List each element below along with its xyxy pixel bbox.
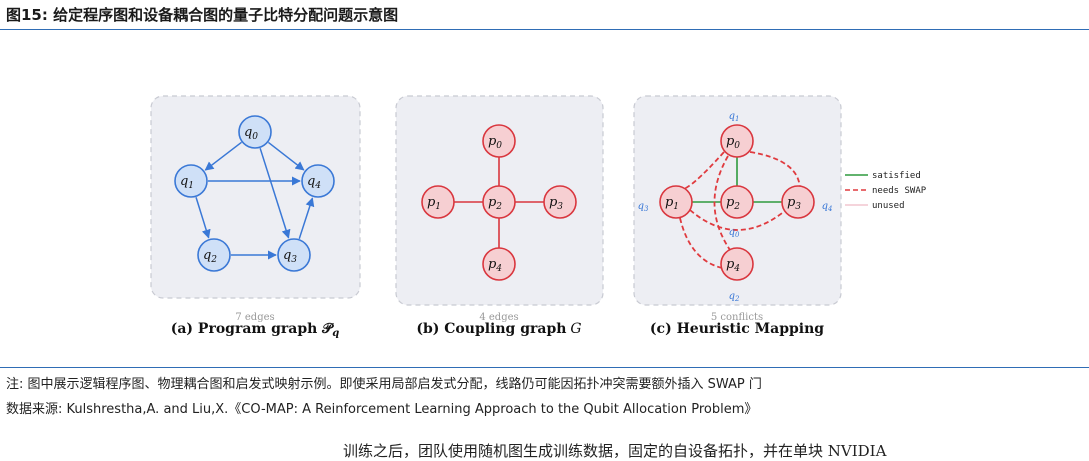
program-node-q4: q4 (301, 164, 335, 198)
program-graph-edges (195, 141, 315, 260)
legend-label-1: needs SWAP (872, 186, 927, 196)
program-node-q3: q3 (277, 238, 311, 272)
mapping-subcaption: 5 conflicts (711, 312, 763, 323)
swap-edge-p0-p4 (713, 155, 731, 251)
mapping-node-p0: p0 (720, 124, 754, 158)
program-edge-q0-q4 (267, 141, 305, 171)
coupling-node-p0: p0 (482, 124, 516, 158)
assigned-label-p2: q0 (729, 227, 740, 239)
coupling-graph-nodes: p0 p1 p2 p3 p4 (421, 124, 577, 281)
coupling-node-p1: p1 (421, 185, 455, 219)
program-edge-q0-q1 (204, 141, 242, 171)
bottom-rule (0, 367, 1089, 368)
coupling-subcaption: 4 edges (479, 312, 518, 323)
assigned-qubit-labels: q1 q3 q0 q4 q2 (638, 111, 833, 303)
swap-edge-p0-p3 (749, 151, 801, 191)
program-edge-q3-q4 (298, 197, 315, 240)
top-rule (0, 29, 1089, 30)
figure-note: 注: 图中展示逻辑程序图、物理耦合图和启发式映射示例。即使采用局部启发式分配，线… (6, 377, 762, 392)
program-graph-nodes: q0 q1 q4 q2 q3 (174, 115, 335, 272)
program-subcaption: 7 edges (235, 312, 274, 323)
coupling-node-p2: p2 (482, 185, 516, 219)
body-text: 训练之后，团队使用随机图生成训练数据，固定的自设备拓扑，并在单块 NVIDIA (343, 442, 887, 460)
assigned-label-p4: q2 (729, 291, 740, 303)
figure-title: 图15: 给定程序图和设备耦合图的量子比特分配问题示意图 (6, 6, 399, 24)
program-node-q2: q2 (197, 238, 231, 272)
assigned-label-p0: q1 (729, 111, 740, 123)
legend-label-0: satisfied (872, 171, 921, 181)
mapping-node-p2: p2 (720, 185, 754, 219)
assigned-label-p1: q3 (638, 201, 649, 213)
program-caption: (a) Program graph 𝒫q (171, 321, 340, 339)
mapping-node-p3: p3 (781, 185, 815, 219)
program-edge-q1-q2 (195, 197, 211, 239)
program-node-q0: q0 (238, 115, 272, 149)
legend-label-2: unused (872, 201, 905, 211)
mapping-node-p4: p4 (720, 247, 754, 281)
swap-edge-p1-p3 (689, 209, 787, 231)
heuristic-mapping-nodes: p0 p1 p2 p3 p4 (659, 124, 815, 281)
coupling-node-p3: p3 (543, 185, 577, 219)
data-source: 数据来源: Kulshrestha,A. and Liu,X.《CO-MAP: … (6, 402, 758, 417)
program-edge-q0-q3 (259, 147, 291, 239)
mapping-caption: (c) Heuristic Mapping (650, 321, 824, 337)
coupling-node-p4: p4 (482, 247, 516, 281)
assigned-label-p3: q4 (822, 201, 833, 213)
program-node-q1: q1 (174, 164, 208, 198)
mapping-node-p1: p1 (659, 185, 693, 219)
mapping-legend: satisfied needs SWAP unused (845, 171, 927, 211)
